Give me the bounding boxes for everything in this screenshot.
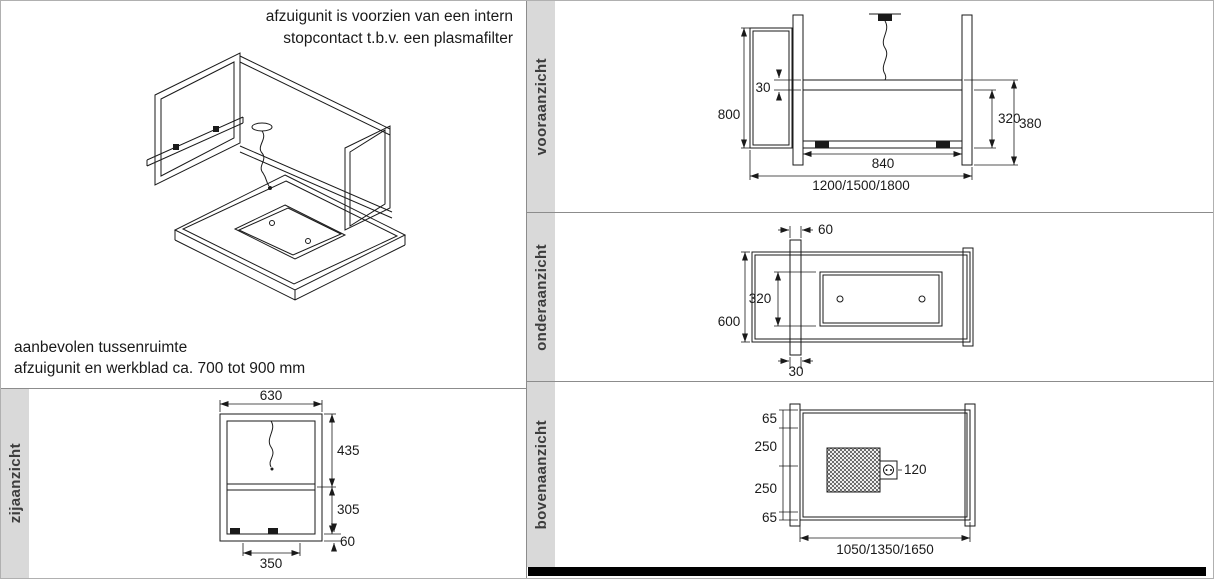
side-dim-bottom-width: 350 — [260, 556, 283, 571]
iso-note-bottom-line1: aanbevolen tussenruimte — [14, 339, 188, 356]
front-dim-body: 320 — [998, 111, 1021, 126]
front-dim-profile: 30 — [755, 80, 770, 95]
iso-right-frame — [344, 125, 391, 231]
side-dim-lower: 305 — [337, 502, 360, 517]
side-dim-profile: 60 — [340, 534, 355, 549]
top-dim-edge-top: 65 — [762, 411, 777, 426]
power-cable — [268, 420, 274, 468]
front-dim-widths: 1200/1500/1800 — [812, 178, 910, 193]
top-dim-edge-bottom: 65 — [762, 510, 777, 525]
iso-filter-panel — [233, 204, 347, 260]
view-label-bar-front: vooraanzicht — [527, 1, 555, 212]
filter-grid — [826, 447, 881, 493]
iso-note-bottom-line2: afzuigunit en werkblad ca. 700 tot 900 m… — [14, 360, 306, 377]
power-socket-icon — [879, 460, 898, 480]
side-structure — [219, 413, 323, 542]
top-dim-widths: 1050/1350/1650 — [836, 542, 934, 557]
ceiling-mount-icon — [878, 14, 892, 21]
view-label-top: bovenaanzicht — [532, 419, 550, 530]
view-label-front: vooraanzicht — [532, 57, 550, 156]
top-dim-seg-upper: 250 — [754, 439, 777, 454]
iso-left-frame — [154, 52, 241, 186]
iso-note-bottom: aanbevolen tussenruimte afzuigunit en we… — [14, 337, 305, 379]
top-dimensions: 120 65 250 250 65 1050/1350/1650 — [754, 409, 971, 557]
view-label-side: zijaanzicht — [6, 443, 24, 524]
iso-note-top: afzuigunit is voorzien van een intern st… — [210, 6, 513, 50]
view-label-bar-bottom: onderaanzicht — [527, 213, 555, 381]
power-cable — [882, 20, 888, 81]
top-structure — [789, 403, 976, 527]
front-dim-inner-width: 840 — [872, 156, 895, 171]
bottom-dim-rail-top: 60 — [818, 222, 833, 237]
top-dim-seg-lower: 250 — [754, 481, 777, 496]
isometric-view-drawing — [146, 52, 407, 301]
top-view-drawing: 120 65 250 250 65 1050/1350/1650 — [754, 403, 976, 557]
horizontal-divider-right-2 — [526, 381, 1214, 382]
bottom-structure — [751, 239, 974, 356]
footer-bar — [528, 567, 1206, 576]
front-view-drawing: 30 800 320 380 840 1200/1500/1800 — [718, 13, 1042, 193]
view-label-bottom: onderaanzicht — [532, 243, 550, 351]
iso-note-top-line1: afzuigunit is voorzien van een intern — [265, 8, 513, 25]
front-dimensions: 30 800 320 380 840 1200/1500/1800 — [718, 27, 1042, 193]
side-view-drawing: 630 435 305 60 350 — [219, 389, 360, 571]
bottom-view-drawing: 60 30 320 600 — [718, 222, 974, 379]
horizontal-divider-left — [0, 388, 526, 389]
ceiling-mount-icon — [251, 122, 273, 190]
side-dimensions: 630 435 305 60 350 — [219, 389, 360, 571]
horizontal-divider-right-1 — [526, 212, 1214, 213]
front-dim-height: 800 — [718, 107, 741, 122]
view-label-bar-side: zijaanzicht — [1, 389, 29, 578]
front-structure — [749, 13, 973, 166]
iso-note-top-line2: stopcontact t.b.v. een plasmafilter — [283, 30, 513, 47]
top-dim-socket: 120 — [904, 462, 927, 477]
bottom-dim-inner-depth: 320 — [749, 291, 772, 306]
vertical-divider — [526, 0, 527, 579]
side-dim-upper: 435 — [337, 443, 360, 458]
iso-canopy — [173, 174, 407, 301]
front-dim-total: 380 — [1019, 116, 1042, 131]
extraction-opening — [819, 271, 943, 327]
view-label-bar-top: bovenaanzicht — [527, 382, 555, 567]
side-dim-width: 630 — [260, 389, 283, 403]
bottom-dim-depth: 600 — [718, 314, 741, 329]
bottom-dim-rail-bottom: 30 — [788, 364, 803, 379]
iso-rails — [146, 55, 393, 219]
bottom-dimensions: 60 30 320 600 — [718, 222, 833, 379]
